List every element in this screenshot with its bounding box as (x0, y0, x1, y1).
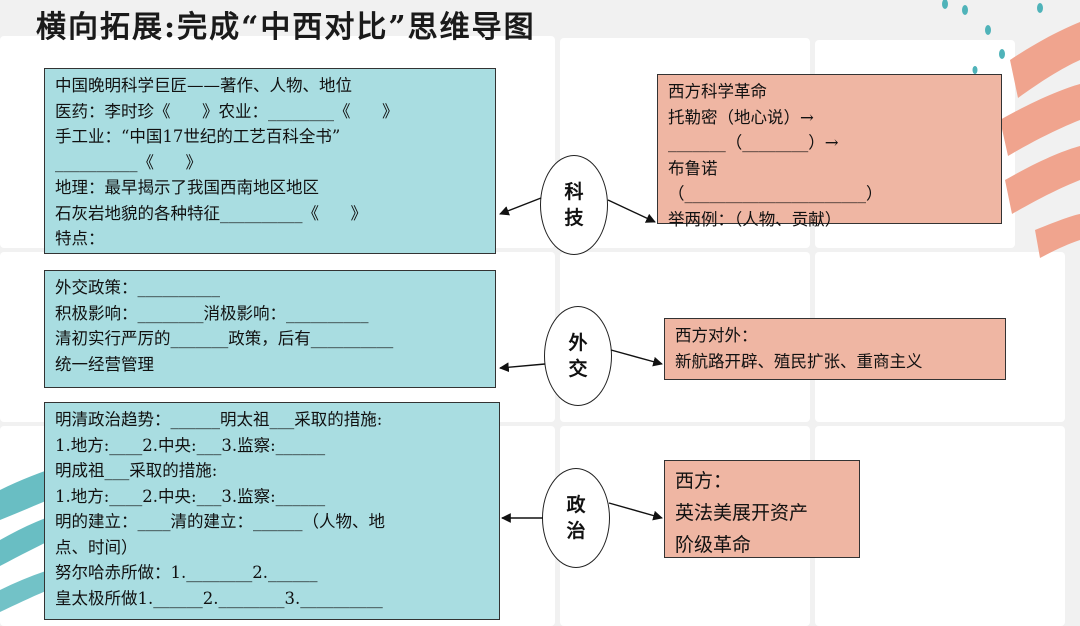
china-science-line-1: 中国晚明科学巨匠——著作、人物、地位 (55, 76, 352, 95)
science-node-char-1: 科 (564, 181, 584, 203)
china-science-line-6: 石灰岩地貌的各种特征__________《 》 (55, 203, 367, 223)
china-science-line-3: 手工业：“中国17世纪的工艺百科全书” (55, 127, 341, 146)
west-politics-line-2: 英法美展开资产 (675, 502, 809, 524)
west-diplomacy-box: 西方对外： 新航路开辟、殖民扩张、重商主义 (664, 318, 1006, 380)
china-politics-line-1: 明清政治趋势：______明太祖___采取的措施: (55, 410, 383, 429)
china-politics-line-3: 明成祖___采取的措施: (55, 461, 218, 480)
china-science-line-2: 医药：李时珍《 》农业：________《 》 (55, 101, 399, 121)
west-science-line-2: 托勒密（地心说）→ (668, 107, 814, 127)
west-politics-line-1: 西方： (675, 470, 733, 492)
china-science-line-7: 特点： (55, 229, 105, 248)
west-science-line-3: _______（________）→ (668, 133, 839, 152)
diplomacy-node-char-1: 外 (568, 332, 588, 354)
arrow-diplomacy-to-west (610, 349, 663, 367)
china-politics-line-4: 1.地方:____2.中央:___3.监察:______ (55, 486, 326, 506)
politics-node-char-2: 治 (566, 520, 586, 542)
arrow-diplomacy-to-china (499, 362, 546, 373)
china-politics-line-2: 1.地方:____2.中央:___3.监察:______ (55, 435, 326, 455)
china-science-box: 中国晚明科学巨匠——著作、人物、地位 医药：李时珍《 》农业：________《… (44, 68, 496, 254)
teal-droplets (942, 0, 1043, 74)
china-politics-box: 明清政治趋势：______明太祖___采取的措施: 1.地方:____2.中央:… (44, 402, 500, 620)
china-politics-line-8: 皇太极所做1.______2.________3.__________ (55, 588, 383, 608)
west-diplomacy-line-1: 西方对外： (675, 326, 758, 345)
west-science-line-6: 举两例：（人物、贡献） (668, 209, 842, 229)
arrow-science-to-west (607, 199, 656, 223)
west-politics-box: 西方： 英法美展开资产 阶级革命 (664, 460, 860, 558)
west-science-line-1: 西方科学革命 (668, 82, 767, 101)
politics-node: 政 治 (542, 468, 610, 568)
west-science-box: 西方科学革命 托勒密（地心说）→ _______（________）→ 布鲁诺 … (657, 74, 1002, 229)
china-politics-line-7: 努尔哈赤所做：1.________2.______ (55, 563, 318, 582)
west-politics-line-3: 阶级革命 (675, 534, 752, 556)
china-science-line-5: 地理：最早揭示了我国西南地区地区 (55, 178, 319, 197)
arrow-politics-to-west (608, 502, 663, 521)
china-diplomacy-line-1: 外交政策：__________ (55, 278, 220, 297)
politics-node-char-1: 政 (566, 494, 586, 516)
science-node: 科 技 (540, 155, 608, 255)
arrow-science-to-china (499, 197, 542, 216)
west-diplomacy-line-2: 新航路开辟、殖民扩张、重商主义 (675, 351, 923, 371)
diplomacy-node-char-2: 交 (568, 358, 588, 380)
west-science-line-4: 布鲁诺 (668, 158, 718, 178)
science-node-char-2: 技 (564, 207, 584, 229)
page-title: 横向拓展:完成“中西对比”思维导图 (36, 10, 536, 45)
china-politics-line-5: 明的建立：____清的建立：______（人物、地 (55, 512, 385, 531)
salmon-brush-stroke-top-right (1000, 22, 1080, 258)
china-diplomacy-line-3: 清初实行严厉的_______政策，后有__________ (55, 329, 394, 348)
diplomacy-node: 外 交 (544, 306, 612, 406)
china-diplomacy-line-4: 统一经营管理 (55, 354, 154, 374)
china-politics-line-6: 点、时间） (55, 537, 138, 557)
west-science-line-5: （______________________） (668, 184, 883, 203)
china-science-line-4: __________《 》 (55, 152, 202, 172)
china-diplomacy-box: 外交政策：__________ 积极影响：________消极影响：______… (44, 270, 496, 388)
china-diplomacy-line-2: 积极影响：________消极影响：__________ (55, 303, 369, 323)
